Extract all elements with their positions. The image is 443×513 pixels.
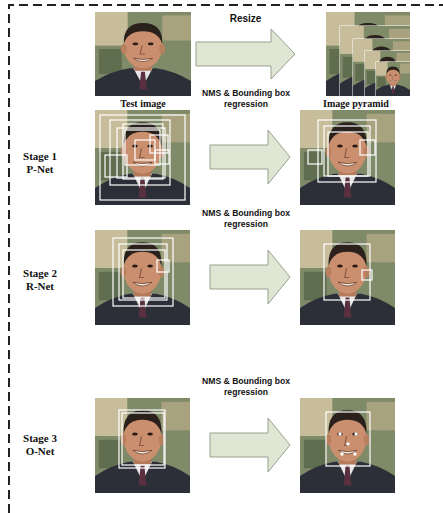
candidate-boxes — [119, 410, 165, 468]
layer-border — [376, 62, 411, 97]
face-photo — [300, 110, 395, 205]
stage-label: Stage 2 R-Net — [17, 267, 63, 293]
stage-label: Stage 3 O-Net — [17, 432, 63, 458]
face-photo — [95, 12, 191, 96]
face-photo — [95, 110, 190, 205]
face-photo — [95, 398, 190, 493]
image-caption: Test image — [95, 98, 191, 109]
layer-border — [340, 26, 411, 97]
step-label: NMS & Bounding box regression — [187, 376, 305, 397]
candidate-boxes — [113, 238, 173, 306]
candidate-boxes — [100, 115, 185, 200]
face-photo — [365, 51, 410, 96]
image-pyramid-figure — [300, 12, 412, 96]
face-photo — [95, 230, 190, 325]
layer-border — [353, 39, 411, 97]
face-photo — [326, 12, 410, 96]
image-panel: Test image — [95, 12, 191, 109]
face-photo — [340, 26, 410, 96]
candidate-boxes — [324, 244, 372, 300]
face-photo — [376, 62, 410, 96]
layer-border — [365, 51, 411, 97]
layer-border — [326, 12, 411, 96]
face-photo — [300, 230, 395, 325]
block-arrow — [210, 418, 290, 472]
final-detection — [326, 412, 370, 466]
face-photo — [353, 39, 410, 96]
dashed-frame — [9, 5, 443, 513]
step-label: NMS & Bounding box regression — [187, 88, 305, 109]
face-photo — [300, 398, 395, 493]
candidate-boxes — [308, 120, 376, 182]
step-label: NMS & Bounding box regression — [187, 208, 305, 229]
block-arrow — [196, 29, 295, 79]
test-image-figure — [95, 12, 191, 96]
block-arrow — [210, 130, 290, 184]
image-caption: Image pyramid — [300, 98, 412, 109]
stage-label: Stage 1 P-Net — [17, 150, 63, 176]
edge-label: Resize — [230, 13, 262, 25]
image-panel: Image pyramid — [300, 12, 412, 109]
block-arrow — [210, 250, 290, 304]
